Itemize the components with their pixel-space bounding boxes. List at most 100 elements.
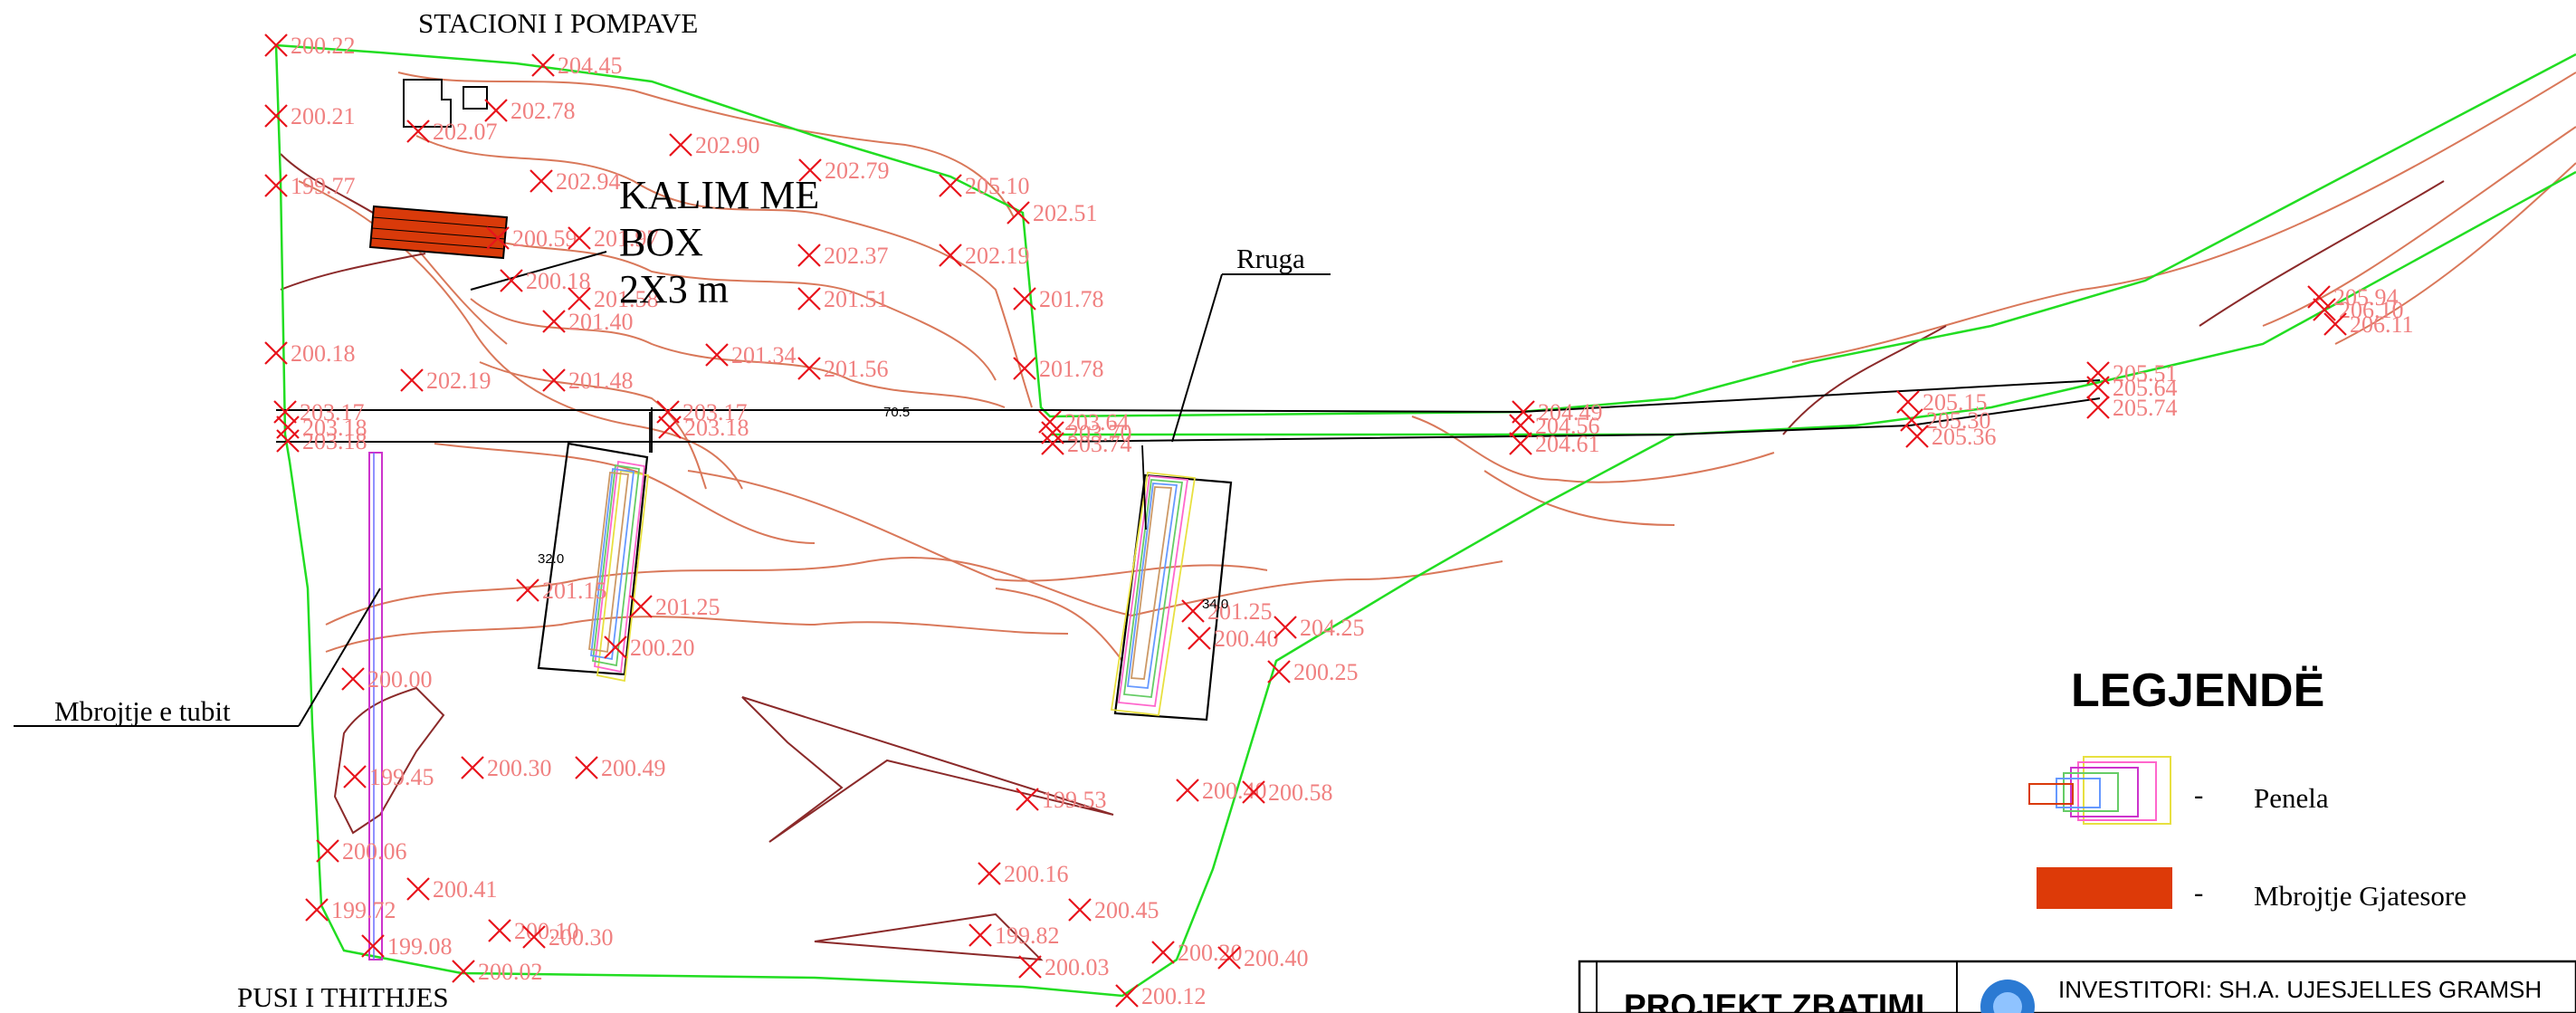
- spot-height: 201.25: [1181, 598, 1273, 625]
- spot-height-value: 200.59: [512, 225, 577, 252]
- spot-height: 200.41: [406, 876, 498, 903]
- spot-height-marker: [1013, 357, 1036, 380]
- spot-height: 200.40: [1217, 945, 1309, 971]
- spot-height-value: 199.53: [1042, 787, 1107, 813]
- dark-contour: [2199, 180, 2445, 327]
- spot-height: 201.51: [797, 286, 889, 312]
- spot-height-value: 205.10: [965, 173, 1030, 199]
- spot-height: 204.49: [1512, 399, 1603, 425]
- box-leader: [470, 251, 607, 291]
- contour-line: [1484, 470, 1675, 526]
- contour-line: [2262, 126, 2576, 327]
- spot-height-value: 203.17: [300, 399, 365, 425]
- spot-height: 200.12: [1115, 983, 1207, 1009]
- spot-height-value: 200.20: [1178, 940, 1243, 966]
- spot-height: 201.15: [516, 578, 607, 604]
- spot-height-value: 206.10: [2339, 297, 2404, 323]
- building-outline: [403, 79, 452, 128]
- well-label: PUSI I THITHJES: [237, 981, 449, 1013]
- spot-height-value: 200.40: [1202, 778, 1267, 804]
- spot-height-marker: [522, 925, 546, 949]
- spot-height-marker: [2086, 376, 2110, 399]
- spot-height-value: 206.11: [2350, 311, 2414, 338]
- contour-line: [325, 616, 1069, 653]
- spot-height-value: 199.08: [387, 933, 453, 960]
- contour-line: [687, 470, 1268, 582]
- road-label: Rruga: [1236, 243, 1305, 274]
- spot-height-value: 200.06: [342, 838, 407, 865]
- spot-height-value: 204.25: [1300, 615, 1365, 641]
- contour-lines: [298, 72, 2576, 662]
- spot-height-value: 202.94: [556, 168, 621, 195]
- spot-height: 205.51: [2086, 360, 2178, 387]
- spot-height-marker: [978, 862, 1001, 885]
- spot-height-marker: [264, 33, 288, 57]
- spot-height: 206.10: [2313, 297, 2404, 323]
- spot-height-marker: [1242, 780, 1265, 804]
- spot-height-marker: [273, 400, 297, 424]
- dark-contour: [333, 686, 445, 835]
- spot-height-marker: [1188, 626, 1211, 650]
- boundary-line: [274, 44, 1675, 998]
- title-block: PROJEKT ZBATIMI INVESTITORI: SH.A. UJESJ…: [1578, 960, 2576, 1013]
- spot-height: 199.53: [1016, 787, 1107, 813]
- spot-height: 200.45: [1068, 897, 1159, 923]
- spot-height-value: 200.12: [1141, 983, 1207, 1009]
- spot-height: 203.74: [1041, 431, 1132, 457]
- spot-height: 200.18: [264, 340, 356, 367]
- penela-legend-icon: [2028, 756, 2171, 825]
- spot-height-marker: [658, 416, 682, 439]
- spot-height-value: 204.61: [1535, 431, 1600, 457]
- legend-dash: -: [2194, 876, 2203, 908]
- spot-height-marker: [343, 765, 367, 788]
- spot-height-marker: [1016, 788, 1039, 811]
- contour-line: [2334, 162, 2576, 345]
- spot-height: 205.10: [939, 173, 1030, 199]
- spot-height: 205.36: [1905, 424, 1997, 450]
- dark-contour: [280, 153, 381, 218]
- spot-height: 199.08: [361, 933, 453, 960]
- longitudinal-protection: [368, 205, 509, 260]
- penela-left: [537, 412, 651, 683]
- spot-height-marker: [264, 104, 288, 128]
- spot-height: 199.45: [343, 764, 434, 790]
- protection-block: [368, 205, 509, 260]
- spot-height-marker: [575, 756, 598, 779]
- spot-height-marker: [939, 244, 962, 267]
- spot-height-marker: [629, 595, 653, 618]
- spot-height-value: 201.78: [1039, 356, 1104, 382]
- spot-height-marker: [500, 269, 523, 292]
- spot-height: 205.94: [2307, 284, 2399, 311]
- spot-height: 206.11: [2323, 311, 2414, 338]
- spot-height-marker: [1007, 201, 1030, 225]
- spot-height: 200.22: [264, 33, 356, 59]
- spot-height-marker: [516, 578, 539, 602]
- spot-height-marker: [656, 400, 680, 424]
- spot-height-value: 205.51: [2113, 360, 2178, 387]
- spot-height-marker: [542, 368, 566, 392]
- contour-line: [325, 557, 1503, 626]
- spot-height-value: 202.37: [824, 243, 889, 269]
- spot-height: 203.70: [1041, 420, 1132, 446]
- spot-height: 201.78: [1013, 356, 1104, 382]
- spot-height: 202.19: [939, 243, 1030, 269]
- spot-height-value: 200.21: [291, 103, 356, 129]
- spot-height: 205.15: [1896, 389, 1988, 416]
- spot-height-marker: [968, 923, 992, 947]
- road-edge-top: [276, 379, 2101, 414]
- spot-height: 202.79: [798, 158, 890, 184]
- investor-name: INVESTITORI: SH.A. UJESJELLES GRAMSH: [2058, 976, 2542, 1003]
- spot-height-marker: [1267, 660, 1291, 683]
- box-culvert-label-1: KALIM ME: [619, 173, 819, 217]
- spot-height-value: 203.74: [1067, 431, 1132, 457]
- spot-height: 203.18: [276, 428, 367, 454]
- spot-height-value: 200.25: [1293, 659, 1359, 685]
- pump-station-buildings: [403, 79, 488, 128]
- spot-height-value: 200.30: [549, 924, 614, 951]
- spot-height-value: 205.36: [1932, 424, 1997, 450]
- spot-height-marker: [568, 287, 591, 311]
- contour-line: [995, 588, 1123, 662]
- spot-height: 203.18: [276, 415, 367, 441]
- spot-height-value: 200.18: [526, 268, 591, 294]
- spot-height: 200.25: [1267, 659, 1359, 685]
